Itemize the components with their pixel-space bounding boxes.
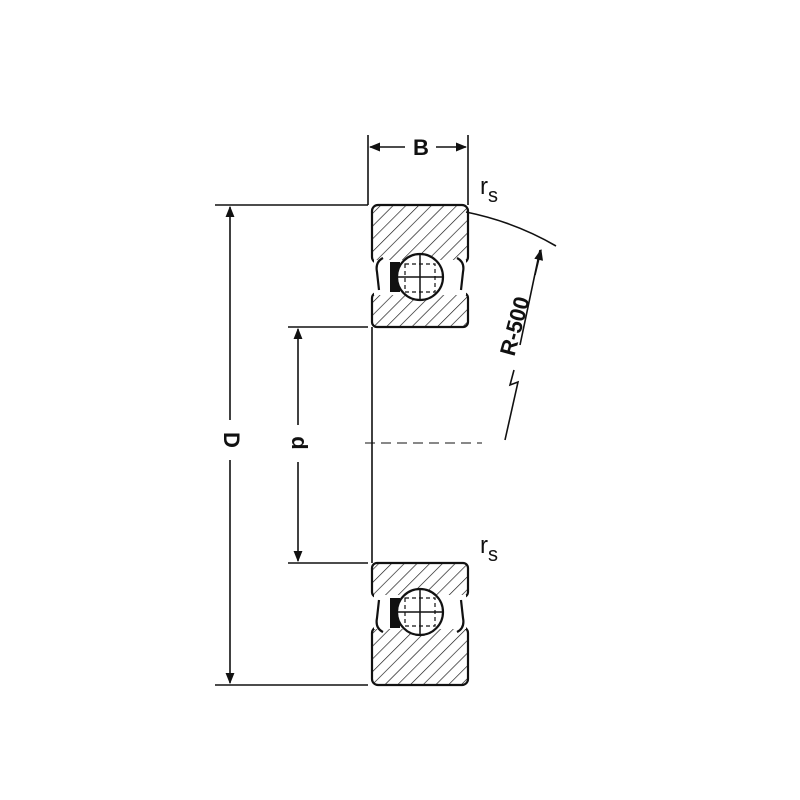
inner-diameter-dimension (288, 326, 368, 564)
bearing-section-top (370, 203, 470, 329)
label-r500: R-500 (495, 294, 535, 358)
label-rs-top: rs (480, 173, 498, 207)
curvature-arc (465, 211, 557, 247)
bearing-section-bottom (370, 561, 470, 687)
label-d-inner: d (287, 436, 312, 449)
seal-top (375, 257, 465, 291)
label-d-outer: D (219, 432, 244, 448)
label-rs-bottom: rs (480, 532, 498, 566)
outer-diameter-dimension (215, 204, 368, 686)
width-dimension (367, 135, 469, 205)
seal-bottom (375, 599, 465, 633)
label-b: B (413, 135, 429, 160)
